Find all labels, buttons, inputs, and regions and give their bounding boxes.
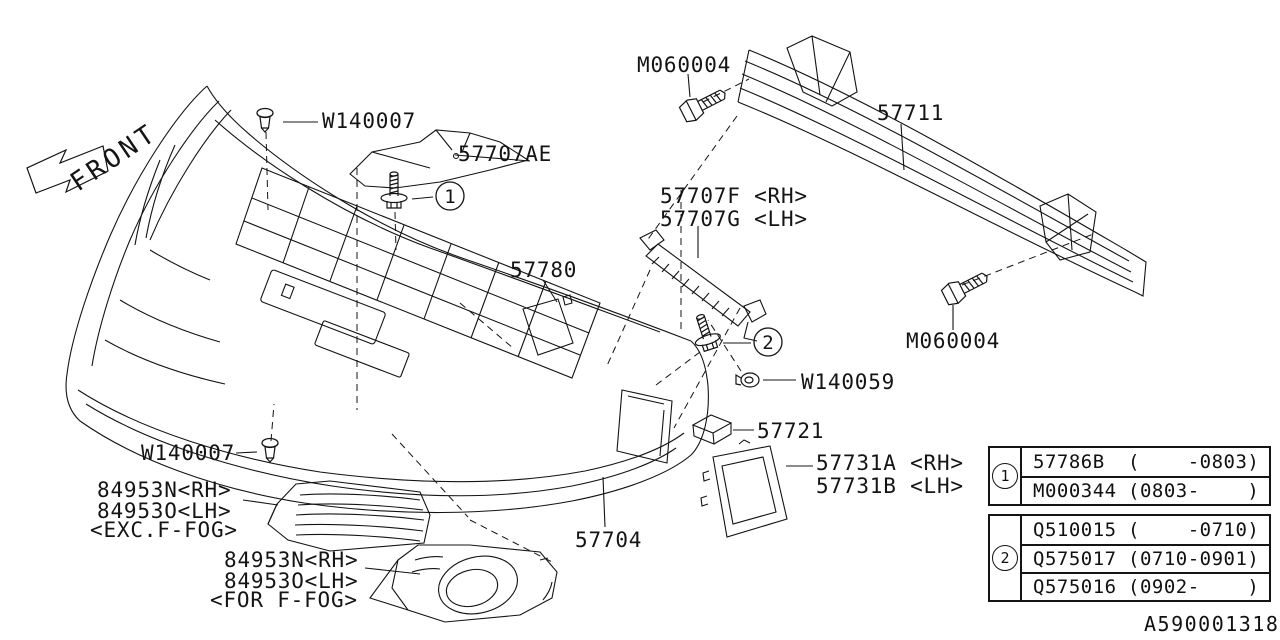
clip-w140007-bottom-icon	[261, 437, 279, 463]
label-57704: 57704	[575, 528, 642, 552]
ref-table-2-callout-badge: 2	[992, 545, 1018, 571]
drawing-number: A590001318	[1144, 612, 1280, 636]
clip-w140007-top-icon	[256, 107, 274, 133]
bracket-57707fg-drawing	[639, 229, 767, 342]
front-direction-indicator: FRONT	[26, 118, 163, 198]
label-grille-exc-rh: 84953N<RH>	[97, 478, 231, 502]
table-row: M000344 (0803- )	[1022, 476, 1269, 504]
spacer-57721-drawing	[691, 414, 733, 445]
callout-1-badge: 1	[435, 181, 465, 211]
label-57721: 57721	[757, 419, 824, 443]
label-57711: 57711	[877, 101, 944, 125]
part-number: Q510015	[1033, 519, 1117, 541]
grille-exc-fog-drawing	[267, 480, 431, 552]
table-row: 57786B ( -0803)	[1022, 448, 1269, 476]
label-57731a: 57731A <RH>	[816, 451, 964, 475]
beam-57711-drawing	[737, 35, 1147, 297]
callout-1-number: 1	[444, 186, 455, 208]
label-grille-fog-rh: 84953N<RH>	[224, 548, 358, 572]
front-label: FRONT	[65, 118, 163, 198]
leader-lines	[235, 73, 954, 575]
label-m060004-right: M060004	[906, 329, 1000, 353]
label-grille-fog-lh: 84953O<LH>	[224, 569, 358, 593]
date-range: ( -0803)	[1128, 451, 1260, 473]
label-57731b: 57731B <LH>	[816, 474, 964, 498]
part-number: Q575016	[1033, 576, 1117, 598]
bolt-m060004-right-icon	[939, 265, 993, 308]
ref-table-1-callout-badge: 1	[992, 463, 1018, 489]
label-m060004-top: M060004	[637, 53, 731, 77]
label-57707ae: 57707AE	[458, 142, 552, 166]
screw-callout1-icon	[380, 171, 408, 209]
table-row: Q575017 (0710-0901)	[1022, 544, 1269, 572]
ref-table-2-callout-cell: 2	[990, 516, 1022, 600]
assembly-dashed-lines	[265, 78, 1097, 563]
label-w140007-top: W140007	[322, 109, 416, 133]
ref-table-2-rows: Q510015 ( -0710) Q575017 (0710-0901) Q57…	[1022, 516, 1269, 600]
front-arrow-icon	[26, 145, 109, 194]
callout-2-badge: 2	[753, 327, 783, 357]
label-57707g: 57707G <LH>	[660, 207, 808, 231]
plate-57780-drawing	[522, 294, 574, 356]
date-range: (0902- )	[1128, 576, 1260, 598]
table-row: Q510015 ( -0710)	[1022, 516, 1269, 544]
label-57780: 57780	[510, 258, 577, 282]
clip-w140059-icon	[735, 372, 760, 388]
label-grille-exc-lh: 84953O<LH>	[97, 499, 231, 523]
part-number: M000344	[1033, 480, 1117, 502]
part-number: Q575017	[1033, 548, 1117, 570]
part-labels: W140007 57707AE M060004 57711 57707F <RH…	[90, 53, 1000, 612]
label-57707f: 57707F <RH>	[660, 184, 808, 208]
label-grille-fog-note: <FOR F-FOG>	[210, 588, 358, 612]
callout-2-number: 2	[762, 332, 773, 354]
ref-table-1-callout-cell: 1	[990, 448, 1022, 504]
garnish-57731-drawing	[700, 439, 788, 538]
ref-table-1-rows: 57786B ( -0803) M000344 (0803- )	[1022, 448, 1269, 504]
date-range: ( -0710)	[1128, 519, 1260, 541]
date-range: (0803- )	[1128, 480, 1260, 502]
label-w140007-bottom: W140007	[141, 441, 235, 465]
part-number: 57786B	[1033, 451, 1105, 473]
ref-table-2: 2 Q510015 ( -0710) Q575017 (0710-0901) Q…	[988, 514, 1271, 602]
ref-table-1: 1 57786B ( -0803) M000344 (0803- )	[988, 446, 1271, 506]
bolt-m060004-top-icon	[677, 82, 731, 125]
table-row: Q575016 (0902- )	[1022, 572, 1269, 600]
label-w140059: W140059	[801, 370, 895, 394]
date-range: (0710-0901)	[1128, 548, 1260, 570]
label-grille-exc-note: <EXC.F-FOG>	[90, 518, 238, 542]
screw-callout2-icon	[686, 310, 724, 354]
grille-for-fog-drawing	[369, 544, 558, 623]
